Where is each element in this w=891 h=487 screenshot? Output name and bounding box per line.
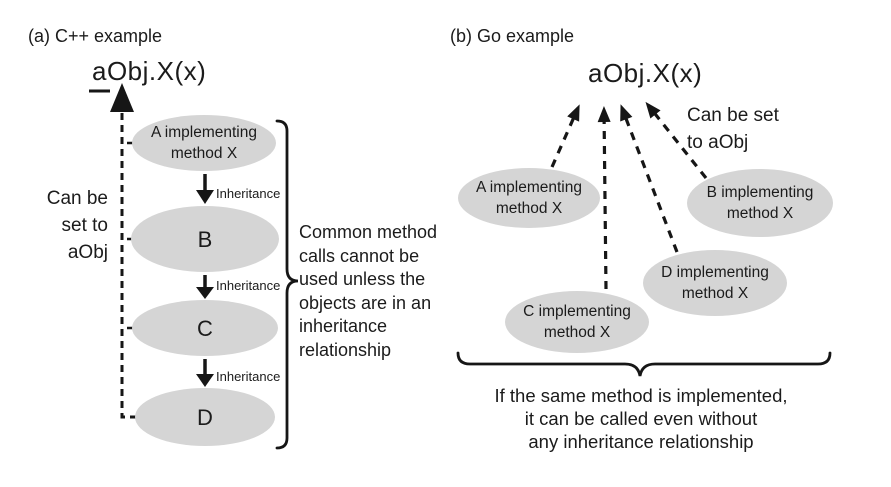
- node-label-b-class-d: D implementing method X: [661, 264, 769, 302]
- ellipse-a-class-b: [131, 206, 279, 272]
- panel-b-shapes: [456, 101, 833, 377]
- inheritance-label-3: Inheritance: [216, 369, 281, 384]
- panel-a-shapes: [89, 83, 299, 450]
- panel-b-brace-note: If the same method is implemented, it ca…: [494, 385, 788, 452]
- panel-b-side-note: Can be set to aObj: [687, 105, 779, 153]
- ellipse-b-class-d: [643, 250, 787, 316]
- node-label-a-class-a: A implementing method X: [151, 124, 257, 162]
- inheritance-label-1: Inheritance: [216, 186, 281, 201]
- node-label-a-class-b: B: [197, 226, 213, 252]
- inheritance-arrow-a-to-b: [196, 174, 214, 204]
- brace-b: [456, 351, 832, 377]
- panel-a-heading: (a) C++ example: [28, 26, 163, 46]
- inheritance-arrow-c-to-d: [196, 359, 214, 387]
- ellipse-a-class-d: [135, 388, 275, 446]
- brace-a: [275, 119, 299, 450]
- inheritance-arrow-b-to-c: [196, 275, 214, 299]
- node-label-b-class-a: A implementing method X: [476, 179, 582, 217]
- panel-a-brace-note: Common method calls cannot be used unles…: [299, 222, 438, 360]
- node-label-b-class-c: C implementing method X: [523, 303, 631, 341]
- node-label-b-class-b: B implementing method X: [706, 184, 814, 222]
- inheritance-label-2: Inheritance: [216, 278, 281, 293]
- dashed-arrow-from-b: [645, 101, 708, 179]
- up-arrowhead-a: [110, 83, 134, 112]
- node-label-a-class-c: C: [197, 315, 213, 341]
- dashed-arrow-from-a: [550, 104, 580, 168]
- ellipse-b-class-c: [505, 291, 649, 353]
- ellipse-b-class-a: [458, 168, 600, 228]
- dashed-arrow-from-c: [597, 106, 611, 290]
- node-label-a-class-d: D: [197, 404, 213, 430]
- assignment-dashed-line-a: [120, 113, 146, 419]
- panel-b-heading: (b) Go example: [450, 26, 575, 46]
- ellipse-a-class-a: [132, 115, 276, 171]
- panel-a-call-expression: aObj.X(x): [92, 56, 207, 86]
- ellipse-b-class-b: [687, 169, 833, 237]
- dashed-arrow-from-d: [620, 104, 679, 253]
- ellipse-a-class-c: [132, 300, 278, 356]
- panel-b-call-expression: aObj.X(x): [588, 58, 703, 88]
- panel-a-side-note: Can be set to aObj: [46, 188, 108, 263]
